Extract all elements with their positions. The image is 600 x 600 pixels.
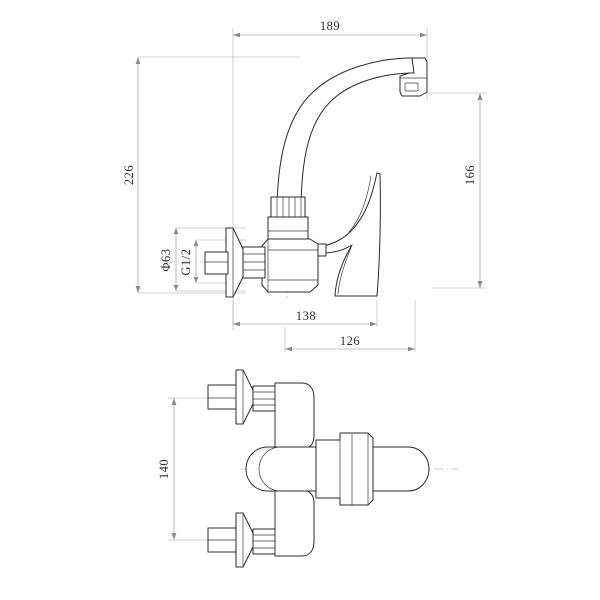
- dimension-126-label: 126: [340, 334, 360, 348]
- upper-inlet-assembly-front: [207, 369, 276, 425]
- dimension-166: 166: [463, 93, 483, 288]
- wall-escutcheon-side: [225, 227, 244, 298]
- side-elevation-view: 189 226 166 138 126: [122, 19, 487, 352]
- dimension-138: 138: [233, 309, 377, 327]
- lever-handle-side: [321, 172, 381, 297]
- lever-handle-front: [315, 432, 374, 506]
- dimension-166-label: 166: [463, 165, 477, 185]
- spout-outlet-head: [399, 57, 428, 97]
- lower-inlet-assembly-front: [207, 512, 276, 568]
- inlet-connector-nut: [242, 246, 266, 279]
- dimension-140: 140: [157, 398, 177, 540]
- dimension-g12: G1/2: [179, 240, 199, 283]
- dimension-226-label: 226: [122, 165, 136, 185]
- dimension-phi63-label: Φ63: [159, 248, 173, 271]
- dimension-140-label: 140: [157, 459, 171, 479]
- dimension-226: 226: [122, 57, 141, 293]
- spout-swivel-collar: [270, 196, 306, 218]
- dimension-phi63: Φ63: [159, 228, 179, 291]
- side-view-extension-lines: [138, 28, 487, 352]
- front-elevation-view: 140: [157, 369, 458, 568]
- dimension-189: 189: [233, 19, 427, 38]
- inlet-nipple-side: [204, 251, 229, 275]
- valve-body-side: [261, 238, 319, 293]
- spout-base-nut: [267, 216, 309, 240]
- dimension-189-label: 189: [320, 19, 340, 33]
- lever-pivot-stub: [317, 243, 327, 257]
- spout-swan-neck: [276, 57, 422, 216]
- dimension-126: 126: [285, 334, 415, 352]
- dimension-138-label: 138: [296, 309, 316, 323]
- front-view-extension-lines: [168, 397, 245, 541]
